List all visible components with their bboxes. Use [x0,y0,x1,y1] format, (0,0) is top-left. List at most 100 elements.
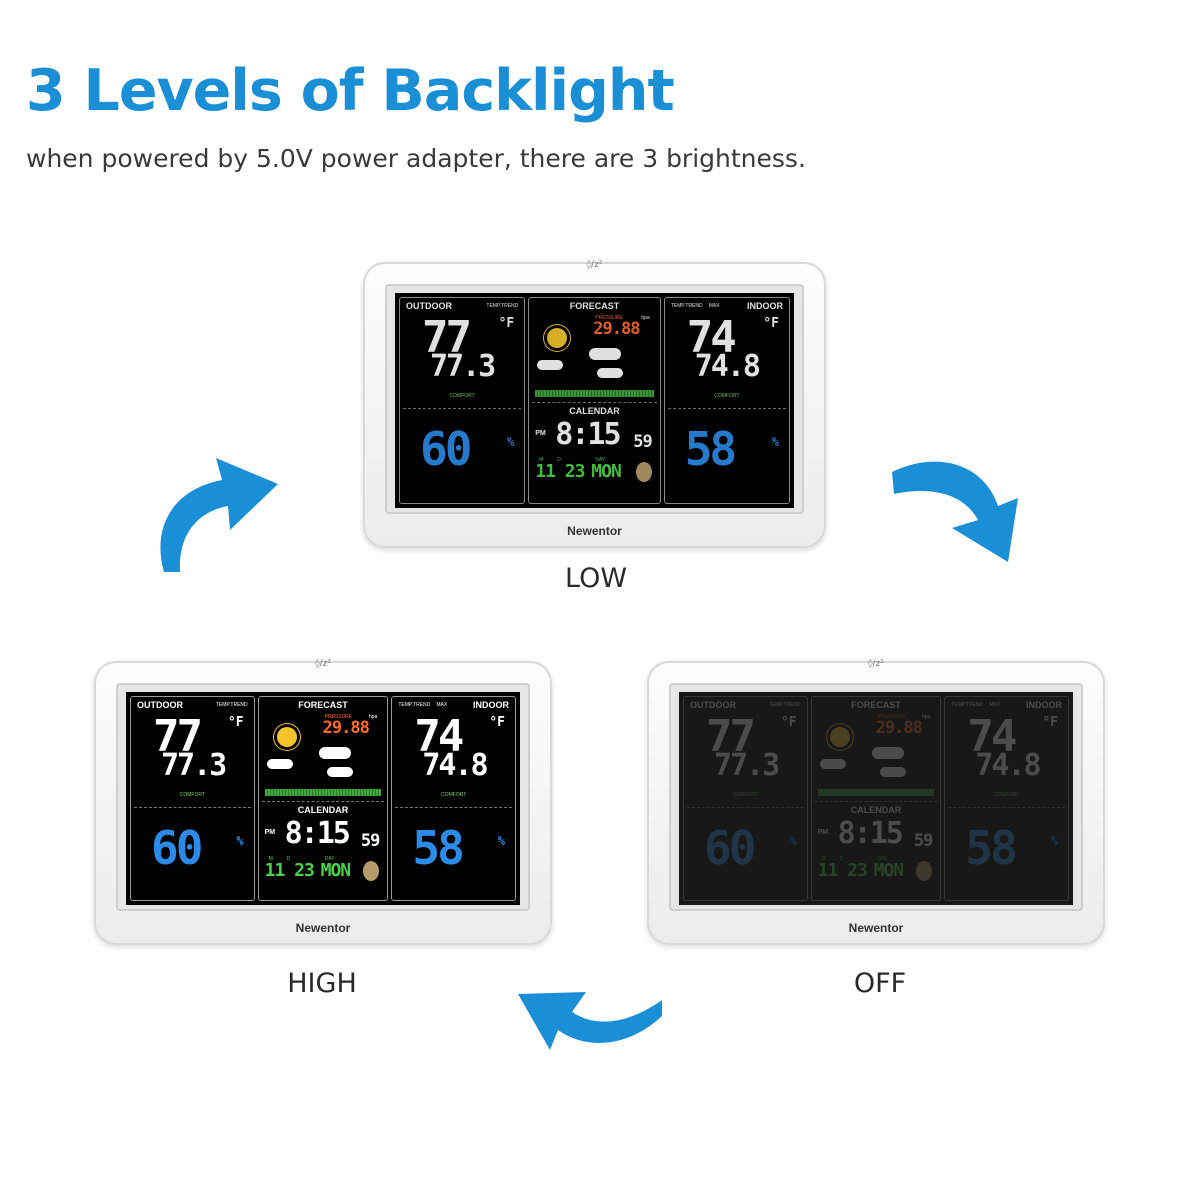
outdoor-label: OUTDOOR [137,700,183,710]
indoor-humidity-unit: % [497,834,505,848]
day-value: MON [591,461,621,482]
lcd-screen: OUTDOOR TEMP.TREND 77 °F 77.3 COMFORT 60… [395,293,794,508]
display-bezel: OUTDOOR TEMP.TREND 77 °F 77.3 COMFORT 60… [385,284,804,514]
panel-divider [667,408,786,409]
outdoor-temp-max: 77.3 [430,349,496,384]
indoor-humidity: 58 [684,422,737,476]
panel-divider [532,402,657,403]
cloud-icon [326,767,353,777]
brand-logo: Newentor [295,921,351,935]
pressure-label: PRESSURE [324,714,353,720]
sensor-icon: ◊/z² [586,260,603,270]
comfort-label: COMFORT [441,792,467,798]
outdoor-humidity: 60 [420,422,472,476]
pressure-value: 29.88 [322,718,370,738]
brand-logo: Newentor [567,524,622,538]
pressure-value: 29.88 [593,319,640,339]
cloud-icon [589,348,622,360]
calendar-label: CALENDAR [297,805,349,815]
outdoor-humidity-unit: % [236,834,244,848]
moon-phase-icon [635,462,652,482]
sun-icon [547,328,568,348]
indoor-temp-max: 74.8 [422,748,488,783]
temp-trend-label: TEMP.TREND [215,702,248,708]
calendar-label: CALENDAR [569,406,620,416]
day-value: MON [320,860,351,881]
sensor-icon: ◊/z² [315,659,331,669]
temp-trend-label: TEMP.TREND [670,303,703,309]
grass-graphic [264,789,382,796]
level-label-low: LOW [564,563,628,594]
panel-divider [395,807,512,808]
date-weekday-label: DAY [595,457,606,463]
date-day-label: D [286,856,291,862]
forecast-label: FORECAST [569,301,620,311]
curved-arrow-up-right-icon [160,458,278,572]
indoor-humidity: 58 [412,821,464,875]
forecast-calendar-panel: FORECAST PRESSURE hpa 29.88 CALENDAR PM … [528,297,661,504]
temp-trend-label: TEMP.TREND [398,702,431,708]
indoor-temp: 74 [414,711,464,762]
indoor-humidity-unit: % [771,435,779,449]
weather-station-low: ◊/z² OUTDOOR TEMP.TREND 77 °F 77.3 COMFO… [363,260,826,548]
date-day-label: D [557,457,561,463]
lcd-screen: OUTDOOR TEMP.TREND 77 °F 77.3 COMFORT 60… [126,692,520,905]
sensor-icon: ◊/z² [868,659,884,669]
outdoor-temp: 77 [153,711,203,762]
indoor-temp-unit: °F [489,715,505,730]
curved-arrow-down-right-icon [892,461,1018,562]
outdoor-label: OUTDOOR [406,301,452,311]
outdoor-temp-max: 77.3 [161,748,227,783]
date-value: 11 23 [264,860,315,881]
indoor-temp: 74 [686,312,737,363]
page-subtitle: when powered by 5.0V power adapter, ther… [26,144,806,173]
cloud-icon [266,759,293,769]
level-label-high: HIGH [287,968,357,999]
page-title: 3 Levels of Backlight [26,58,675,124]
indoor-temp-unit: °F [763,316,779,331]
indoor-panel: TEMP.TREND MAX INDOOR 74 °F 74.8 COMFORT… [663,297,790,504]
temp-trend-label: TEMP.TREND [486,303,519,309]
weather-station-high: ◊/z² OUTDOOR TEMP.TREND 77 °F 77.3 COMFO… [94,659,552,945]
backlight-off-overlay [679,692,1073,905]
panel-divider [403,408,522,409]
pm-label: PM [264,829,276,836]
date-month-label: M [539,457,544,463]
panel-divider [261,801,385,802]
pressure-unit: hpa [369,714,378,720]
display-bezel: OUTDOOR TEMP.TREND 77 °F 77.3 COMFORT 60… [669,683,1083,911]
time-seconds: 59 [360,831,381,851]
grass-graphic [535,390,654,397]
comfort-label: COMFORT [179,792,205,798]
indoor-label: INDOOR [473,700,509,710]
cloud-icon [597,368,624,378]
panel-divider [134,807,251,808]
indoor-label: INDOOR [747,301,783,311]
level-label-off: OFF [853,968,907,999]
outdoor-temp: 77 [422,312,472,363]
time-seconds: 59 [633,432,653,452]
max-label: MAX [708,303,720,309]
pressure-unit: hpa [641,315,650,321]
max-label: MAX [436,702,448,708]
outdoor-humidity: 60 [151,821,203,875]
outdoor-temp-unit: °F [227,715,244,730]
cloud-icon [318,747,351,759]
date-value: 11 23 [535,461,585,482]
display-bezel: OUTDOOR TEMP.TREND 77 °F 77.3 COMFORT 60… [116,683,530,911]
curved-arrow-left-icon [518,992,662,1050]
forecast-label: FORECAST [298,700,348,710]
pressure-label: PRESSURE [595,315,623,321]
indoor-panel: TEMP.TREND MAX INDOOR 74 °F 74.8 COMFORT… [391,696,516,901]
time-main: 8:15 [555,417,621,452]
date-month-label: M [268,856,273,862]
brand-logo: Newentor [848,921,904,935]
moon-phase-icon [363,861,380,881]
comfort-label: COMFORT [714,393,740,399]
pm-label: PM [535,430,546,437]
outdoor-panel: OUTDOOR TEMP.TREND 77 °F 77.3 COMFORT 60… [130,696,255,901]
outdoor-humidity-unit: % [507,435,515,449]
indoor-temp-max: 74.8 [694,349,761,384]
cloud-icon [537,360,564,370]
weather-station-off: ◊/z² OUTDOOR TEMP.TREND 77 °F 77.3 COMFO… [647,659,1105,945]
